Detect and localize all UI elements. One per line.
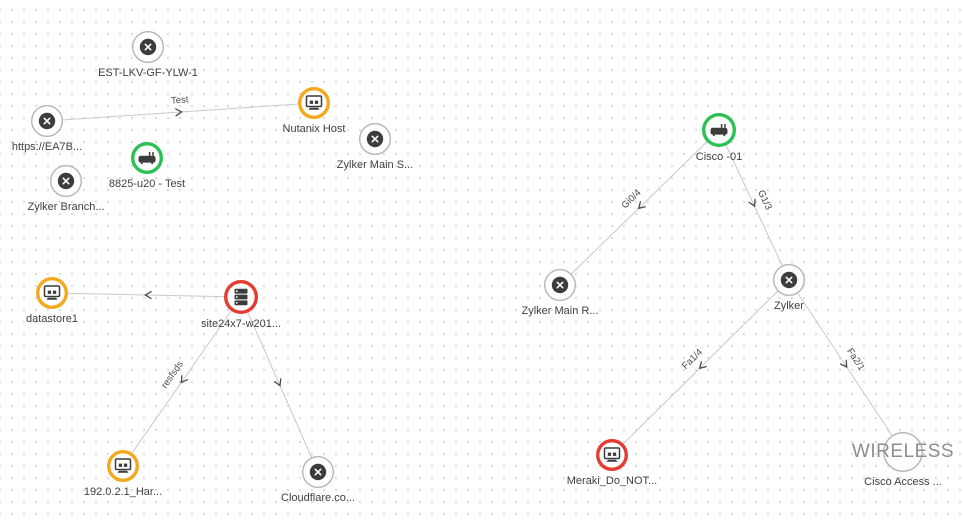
device-label: Zylker Main S... <box>336 159 414 171</box>
device-label: 8825-u20 - Test <box>108 178 186 190</box>
device-label: Cisco Access ... <box>864 476 942 488</box>
monitor-icon <box>114 458 132 473</box>
unmanaged-x-badge-icon <box>551 276 569 294</box>
device-status-circle <box>297 86 331 120</box>
device-status-circle <box>35 276 69 310</box>
device-label: Zylker <box>774 300 804 312</box>
monitor-icon <box>305 95 323 110</box>
device-label: Cloudflare.co... <box>281 492 355 504</box>
device-label: Nutanix Host <box>282 123 346 135</box>
device-status-circle <box>595 438 629 472</box>
device-label: Zylker Main R... <box>521 305 599 317</box>
unmanaged-x-badge-icon <box>139 38 157 56</box>
device-label: datastore1 <box>26 313 78 325</box>
switch-router-icon <box>710 124 728 137</box>
device-status-circle <box>883 432 923 472</box>
device-status-circle <box>49 164 83 198</box>
device-status-circle <box>131 30 165 64</box>
device-label: Meraki_Do_NOT... <box>566 475 658 487</box>
link-label: Test <box>171 94 189 106</box>
link-direction-arrow-icon <box>273 378 282 387</box>
device-label: EST-LKV-GF-YLW-1 <box>98 67 198 79</box>
link-direction-arrow-icon <box>175 108 183 117</box>
switch-router-icon <box>138 152 156 165</box>
unmanaged-x-badge-icon <box>57 172 75 190</box>
link-direction-arrow-icon <box>637 201 646 210</box>
unmanaged-x-badge-icon <box>38 112 56 130</box>
unmanaged-x-badge-icon <box>780 271 798 289</box>
device-status-circle <box>301 455 335 489</box>
link-direction-arrow-icon <box>180 375 189 384</box>
link-direction-arrow-icon <box>748 198 756 208</box>
device-status-circle <box>543 268 577 302</box>
device-status-circle <box>223 279 259 315</box>
monitor-icon <box>603 447 621 462</box>
device-status-circle <box>772 263 806 297</box>
unmanaged-x-badge-icon <box>309 463 327 481</box>
link-direction-arrow-icon <box>698 361 707 370</box>
device-label: site24x7-w201... <box>200 318 282 330</box>
device-label: 192.0.2.1_Har... <box>83 486 163 498</box>
link-direction-arrow-icon <box>144 291 152 300</box>
link-direction-arrow-icon <box>839 359 848 369</box>
device-status-circle <box>30 104 64 138</box>
device-label: Zylker Branch... <box>27 201 105 213</box>
device-status-circle <box>701 112 737 148</box>
device-label: Cisco -01 <box>695 151 743 163</box>
device-label: https://EA7B... <box>11 141 83 153</box>
device-status-circle <box>106 449 140 483</box>
wireless-overlay-text: WIRELESS <box>851 441 955 462</box>
monitor-icon <box>43 285 61 300</box>
device-status-circle <box>358 122 392 156</box>
unmanaged-x-badge-icon <box>366 130 384 148</box>
device-status-circle <box>130 141 164 175</box>
server-stack-icon <box>234 288 248 306</box>
